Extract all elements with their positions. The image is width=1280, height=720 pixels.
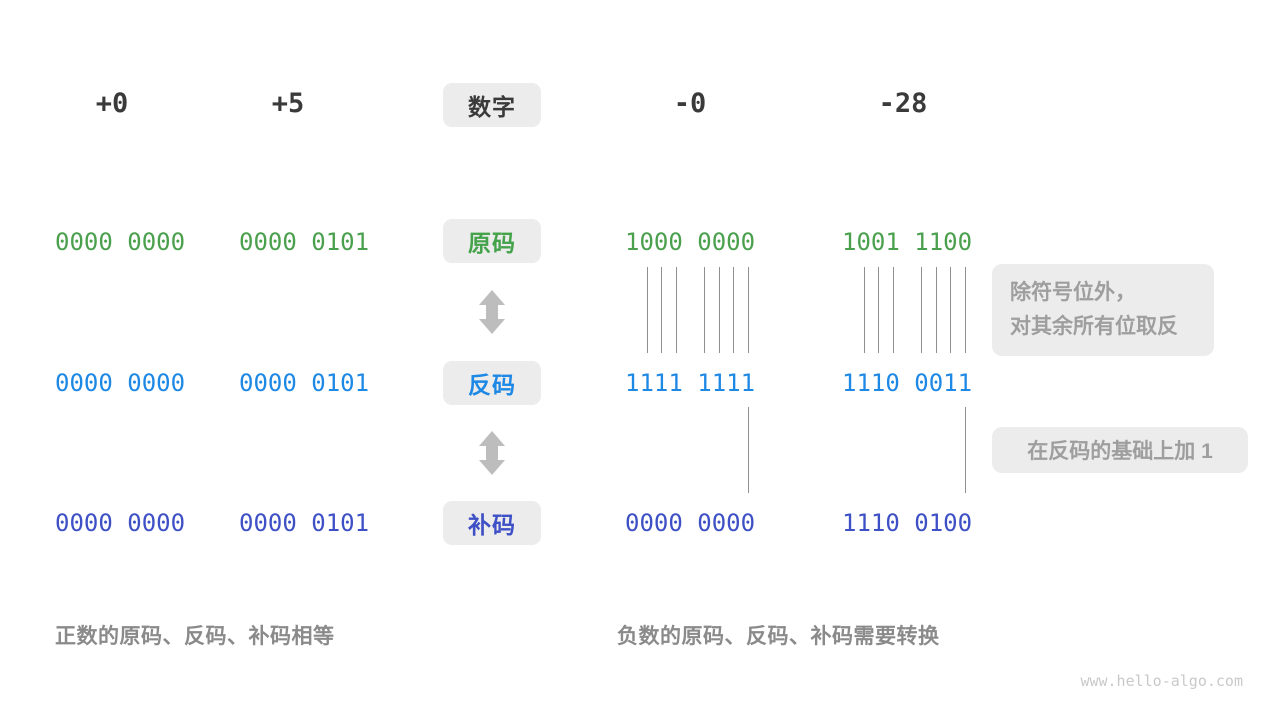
add-one-line-neg-28 bbox=[965, 407, 966, 493]
ones-complement-neg-zero: 1111 1111 bbox=[625, 369, 756, 397]
column-header-pos-five: +5 bbox=[271, 88, 305, 119]
bit-flip-line bbox=[878, 267, 879, 353]
twos-complement-neg-zero: 0000 0000 bbox=[625, 509, 756, 537]
bit-flip-line bbox=[936, 267, 937, 353]
row-label-number-text: 数字 bbox=[468, 94, 516, 120]
caption-negative-numbers: 负数的原码、反码、补码需要转换 bbox=[617, 625, 940, 648]
bit-flip-line bbox=[950, 267, 951, 353]
bit-flip-line bbox=[893, 267, 894, 353]
add-one-line-neg-zero bbox=[748, 407, 749, 493]
bit-flip-line bbox=[719, 267, 720, 353]
twos-complement-neg-28: 1110 0100 bbox=[842, 509, 973, 537]
column-header-neg-28: -28 bbox=[878, 88, 928, 119]
bit-flip-line bbox=[733, 267, 734, 353]
column-header-neg-zero: -0 bbox=[673, 88, 707, 119]
ones-complement-pos-five: 0000 0101 bbox=[239, 369, 370, 397]
twos-complement-pos-zero: 0000 0000 bbox=[55, 509, 186, 537]
row-label-sign-magnitude: 原码 bbox=[443, 219, 541, 263]
row-label-number: 数字 bbox=[443, 83, 541, 127]
row-label-ones-complement-text: 反码 bbox=[468, 372, 516, 398]
row-label-ones-complement: 反码 bbox=[443, 361, 541, 405]
updown-arrow-icon bbox=[479, 290, 505, 334]
annotation-add-one: 在反码的基础上加 1 bbox=[992, 427, 1248, 473]
bit-flip-line bbox=[661, 267, 662, 353]
annotation-invert-bits: 除符号位外， 对其余所有位取反 bbox=[992, 264, 1214, 356]
bit-flip-line bbox=[704, 267, 705, 353]
bit-flip-line bbox=[647, 267, 648, 353]
annotation-invert-line2: 对其余所有位取反 bbox=[1010, 315, 1178, 338]
twos-complement-pos-five: 0000 0101 bbox=[239, 509, 370, 537]
bit-flip-line bbox=[864, 267, 865, 353]
updown-arrow-icon bbox=[479, 431, 505, 475]
watermark-url: www.hello-algo.com bbox=[1080, 672, 1243, 690]
row-label-twos-complement: 补码 bbox=[443, 501, 541, 545]
column-header-pos-zero: +0 bbox=[95, 88, 129, 119]
bit-flip-line bbox=[676, 267, 677, 353]
sign-magnitude-neg-zero: 1000 0000 bbox=[625, 228, 756, 256]
bit-flip-line bbox=[921, 267, 922, 353]
annotation-add-one-text: 在反码的基础上加 1 bbox=[1027, 440, 1213, 463]
row-label-sign-magnitude-text: 原码 bbox=[468, 230, 516, 256]
caption-positive-numbers: 正数的原码、反码、补码相等 bbox=[55, 625, 335, 648]
ones-complement-neg-28: 1110 0011 bbox=[842, 369, 973, 397]
sign-magnitude-pos-five: 0000 0101 bbox=[239, 228, 370, 256]
row-label-twos-complement-text: 补码 bbox=[468, 512, 516, 538]
annotation-invert-line1: 除符号位外， bbox=[1010, 281, 1136, 304]
bit-flip-line bbox=[965, 267, 966, 353]
sign-magnitude-neg-28: 1001 1100 bbox=[842, 228, 973, 256]
sign-magnitude-pos-zero: 0000 0000 bbox=[55, 228, 186, 256]
ones-complement-pos-zero: 0000 0000 bbox=[55, 369, 186, 397]
bit-flip-line bbox=[748, 267, 749, 353]
